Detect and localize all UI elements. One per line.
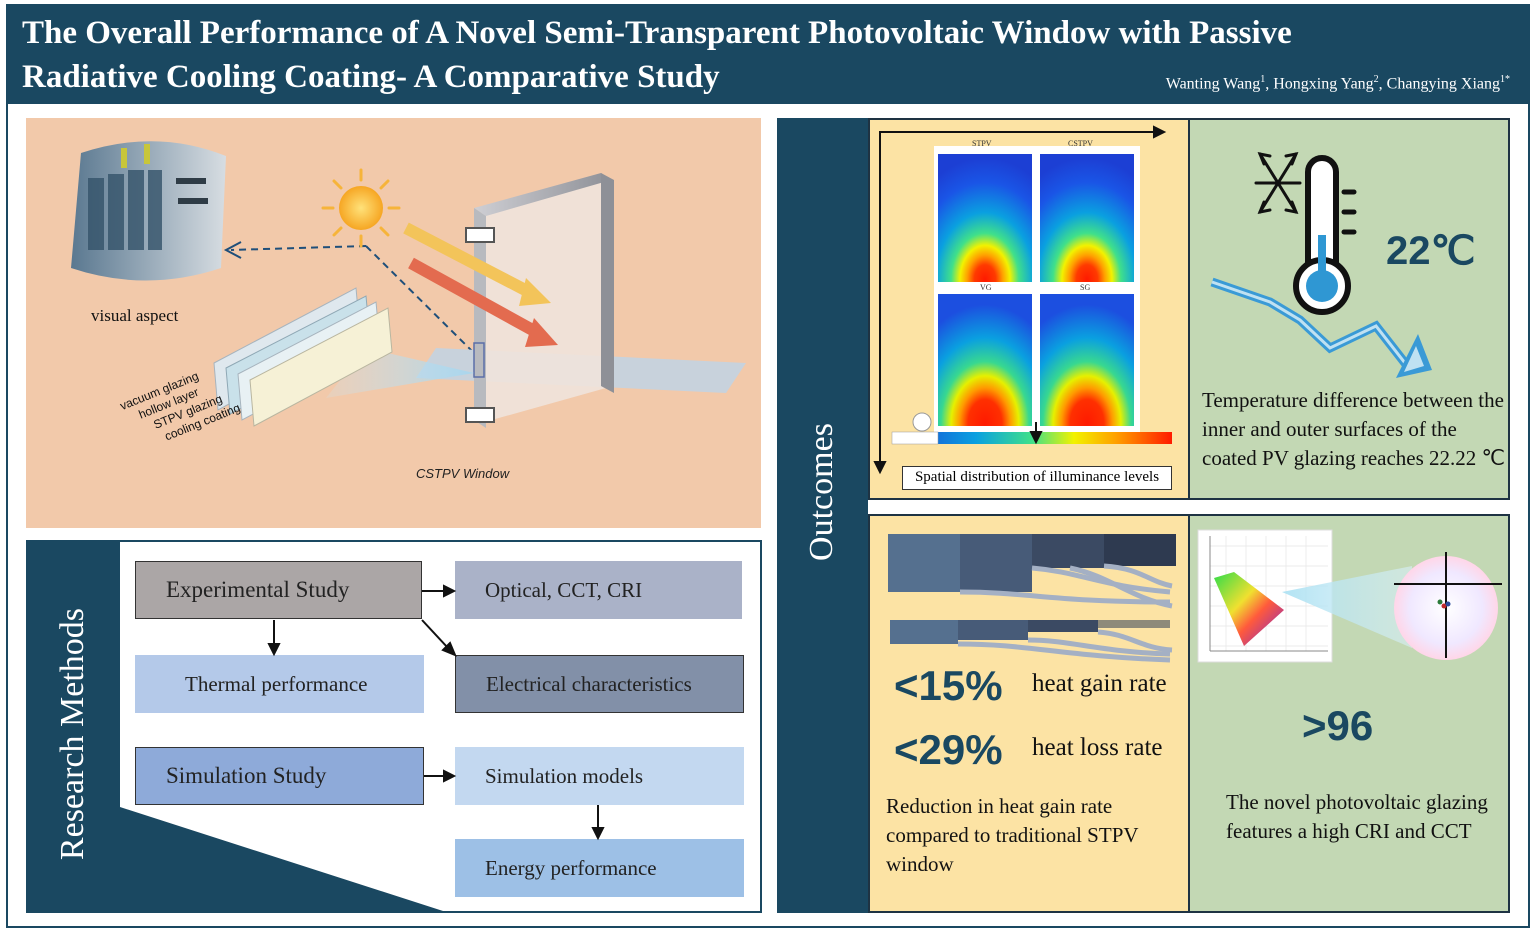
sunlight-arrows xyxy=(403,222,558,347)
visual-aspect-label: visual aspect xyxy=(91,306,179,325)
research-methods-panel: Research Methods Experimental Study Opti… xyxy=(26,540,762,913)
methods-side-shape xyxy=(28,542,443,911)
author-1: Wanting Wang xyxy=(1165,75,1261,93)
panel-label-vg: VG xyxy=(980,283,992,292)
cie-diagram xyxy=(1197,529,1502,663)
thermal-performance-box: Thermal performance xyxy=(135,655,424,713)
heatmap-vg xyxy=(938,294,1032,426)
down-trend-arrow xyxy=(1210,277,1432,378)
optical-cct-cri-box: Optical, CCT, CRI xyxy=(455,561,742,619)
window-label: CSTPV Window xyxy=(416,466,510,481)
heat-loss-value: <29% xyxy=(894,726,1003,773)
temperature-value: 22℃ xyxy=(1386,229,1476,273)
cstpv-window xyxy=(416,173,746,428)
temperature-cell: 22℃ Temperature difference between the i… xyxy=(1188,118,1510,500)
heat-loss-label: heat loss rate xyxy=(1032,734,1163,761)
heatmap-sg xyxy=(1040,294,1134,426)
author-2: Hongxing Yang xyxy=(1273,75,1374,93)
energy-performance-box: Energy performance xyxy=(455,839,744,897)
panel-label-sg: SG xyxy=(1080,283,1091,292)
snowflake-icon xyxy=(1254,151,1302,215)
cri-text: The novel photovoltaic glazing features … xyxy=(1226,790,1488,843)
heat-gain-value: <15% xyxy=(894,662,1003,709)
illuminance-scale xyxy=(892,432,1172,444)
temperature-text: Temperature difference between the inner… xyxy=(1202,388,1506,470)
authors: Wanting Wang1, Hongxing Yang2, Changying… xyxy=(1165,74,1510,93)
heatmap-stpv xyxy=(938,154,1032,282)
heat-rate-cell: <15% heat gain rate <29% heat loss rate … xyxy=(868,514,1190,913)
illuminance-caption: Spatial distribution of illuminance leve… xyxy=(902,466,1172,490)
header-banner xyxy=(6,4,1530,102)
outcomes-side-bar xyxy=(777,118,868,913)
glazing-layers xyxy=(213,287,393,427)
illuminance-cell: STPV CSTPV VG SG Spatial distribution of… xyxy=(868,118,1190,500)
simulation-models-box: Simulation models xyxy=(455,747,744,805)
cri-value: >96 xyxy=(1302,702,1374,749)
cie-gamut xyxy=(1214,572,1284,646)
content-frame xyxy=(6,102,1530,928)
experimental-study-box: Experimental Study xyxy=(135,561,422,619)
simulation-study-box: Simulation Study xyxy=(135,747,424,805)
cstpv-window-diagram xyxy=(71,141,746,428)
panel-label-cstpv: CSTPV xyxy=(1068,139,1093,148)
sun-icon xyxy=(321,168,401,248)
thermometer-icon xyxy=(1293,155,1357,315)
heat-reduction-text: Reduction in heat gain rate compared to … xyxy=(886,794,1139,876)
outcomes-label: Outcomes xyxy=(803,423,840,561)
window-illustration: visual aspect vacuum glazing hollow laye… xyxy=(26,118,761,528)
title-line-2: Radiative Cooling Coating- A Comparative… xyxy=(22,59,720,95)
temperature-graphic xyxy=(1210,151,1432,378)
methods-arrows xyxy=(267,584,605,841)
title-line-1: The Overall Performance of A Novel Semi-… xyxy=(22,15,1292,51)
cri-cell: >96 The novel photovoltaic glazing featu… xyxy=(1188,514,1510,913)
building-photo xyxy=(71,141,226,281)
illuminance-maps xyxy=(873,125,1172,475)
author-3: Changying Xiang xyxy=(1386,75,1500,93)
heatmap-cstpv xyxy=(1040,154,1134,282)
panel-label-stpv: STPV xyxy=(972,139,992,148)
sankey-graphic xyxy=(888,534,1176,663)
heat-gain-label: heat gain rate xyxy=(1032,670,1167,697)
electrical-characteristics-box: Electrical characteristics xyxy=(455,655,744,713)
